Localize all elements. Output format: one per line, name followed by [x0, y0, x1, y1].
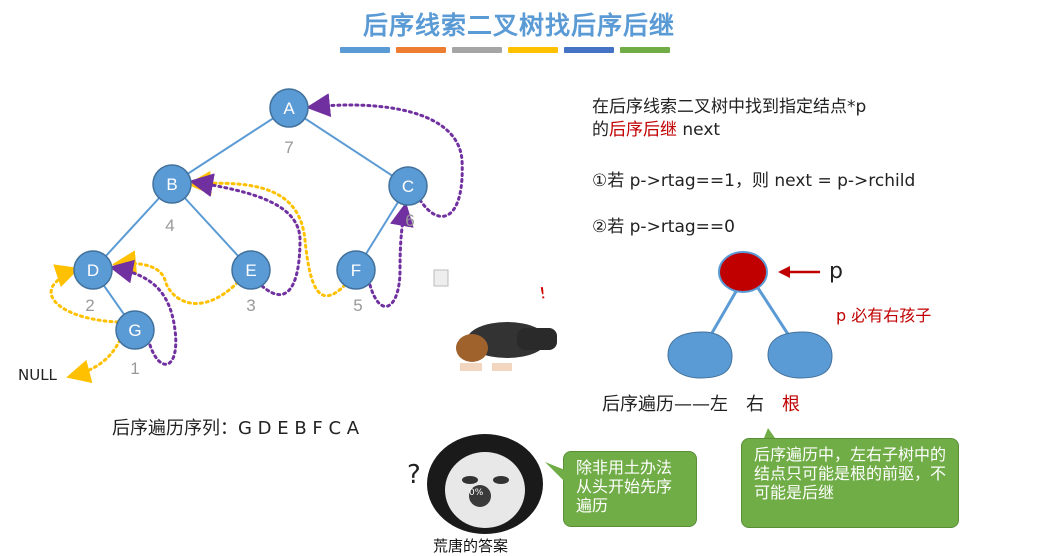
left-subtree-shape: [667, 331, 733, 379]
accent-bar: [452, 47, 502, 53]
node-label-a: A: [283, 99, 295, 118]
node-b: [152, 164, 192, 204]
callout-brute-force: 除非用土办法从头开始先序遍历: [563, 451, 697, 527]
question-mark: ?: [407, 460, 421, 490]
meme2-caption: 荒唐的答案: [433, 537, 509, 555]
node-order-g: 1: [130, 359, 139, 378]
node-label-b: B: [166, 175, 177, 194]
p-node: [718, 251, 768, 293]
meme-panda-image: ? 0%: [405, 432, 543, 534]
thread-c-a: [306, 93, 464, 218]
postorder-root: 根: [782, 394, 800, 415]
accent-bar: [564, 47, 614, 53]
node-order-b: 4: [165, 216, 174, 235]
thread-f-e: [187, 170, 347, 298]
thread-e-b: [189, 173, 302, 296]
node-order-e: 3: [246, 296, 255, 315]
page-title: 后序线索二叉树找后序后继: [362, 11, 675, 40]
traversal-line: 后序遍历序列：G D E B F C A: [112, 414, 359, 440]
desc-line2-red: 后序后继: [609, 120, 677, 140]
node-order-a: 7: [284, 138, 293, 157]
callout-subtree-note: 后序遍历中，左右子树中的结点只可能是根的前驱，不可能是后继: [741, 438, 959, 528]
node-label-c: C: [402, 177, 414, 196]
thread-g-d: [49, 264, 120, 324]
node-label-f: F: [351, 261, 361, 280]
accent-bar: [340, 47, 390, 53]
meme-kneeling-image: 臣妾做不到啊!: [432, 268, 567, 383]
right-subtree-shape: [767, 331, 833, 379]
node-g: [115, 310, 155, 350]
null-label: NULL: [18, 366, 57, 384]
postorder-prefix: 后序遍历——左 右: [602, 394, 782, 415]
traversal-label: 后序遍历序列：: [112, 418, 238, 439]
rule-1: ①若 p->rtag==1，则 next = p->rchild: [592, 171, 916, 191]
p-label: p: [829, 259, 843, 284]
thread-e-d: [112, 250, 240, 305]
node-order-f: 5: [353, 296, 362, 315]
desc-line1: 在后序线索二叉树中找到指定结点*p: [592, 97, 867, 117]
zero-percent-badge: 0%: [469, 488, 484, 498]
edge-a-c: [288, 107, 409, 187]
node-e: [231, 250, 271, 290]
accent-bars: [340, 47, 670, 53]
node-a: [269, 88, 309, 128]
node-label-d: D: [87, 261, 99, 280]
p-pointer-arrowhead: [778, 266, 790, 278]
node-label-e: E: [245, 261, 256, 280]
desc-line2-prefix: 的: [592, 120, 609, 140]
node-c: [388, 166, 428, 206]
thread-g-d-right: [109, 259, 178, 366]
traversal-sequence: G D E B F C A: [238, 418, 360, 439]
node-f: [336, 250, 376, 290]
node-order-d: 2: [85, 296, 94, 315]
desc-line2-suffix: next: [677, 120, 721, 140]
node-label-g: G: [128, 321, 141, 340]
node-order-c: 6: [405, 211, 414, 230]
thread-f-c: [368, 202, 414, 308]
node-d: [73, 250, 113, 290]
desc-line2: 的后序后继 next: [592, 115, 720, 140]
accent-bar: [620, 47, 670, 53]
thread-g-null: [66, 338, 122, 384]
p-note: p 必有右孩子: [836, 306, 932, 325]
edge-a-b: [171, 107, 290, 185]
accent-bar: [396, 47, 446, 53]
postorder-label: 后序遍历——左 右 根: [602, 390, 800, 416]
rule-2: ②若 p->rtag==0: [592, 217, 735, 237]
accent-bar: [508, 47, 558, 53]
